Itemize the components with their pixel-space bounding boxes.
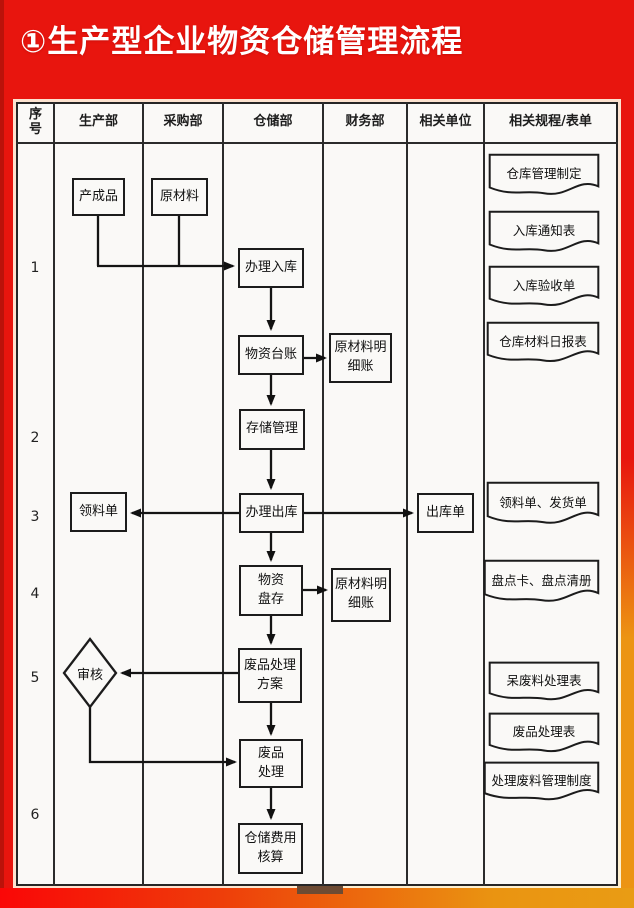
flow-box-finished-goods: 产成品 (72, 178, 125, 216)
column-header-related-units: 相关单位 (419, 114, 472, 130)
column-header-seq: 序 号 (28, 106, 42, 137)
doc-scrap-disposal-form: 废品处理表 (488, 712, 600, 756)
document-shape-icon (488, 210, 600, 256)
column-divider (222, 102, 224, 886)
document-shape-icon (488, 153, 600, 199)
document-shape-icon (488, 712, 600, 756)
decision-review-label: 审核 (76, 667, 103, 683)
document-shape-icon (483, 761, 600, 804)
flow-box-raw-material: 原材料 (151, 178, 208, 216)
row-number-3: 3 (30, 509, 40, 525)
doc-label: 盘点卡、盘点清册 (491, 572, 592, 588)
column-divider (406, 102, 408, 886)
document-shape-icon (486, 321, 600, 366)
column-header-warehouse: 仓储部 (253, 114, 293, 130)
column-header-purchasing: 采购部 (163, 114, 203, 130)
diamond-shape-icon (62, 637, 118, 709)
doc-label: 仓库管理制定 (506, 166, 582, 181)
flow-box-requisition: 领料单 (70, 492, 127, 532)
doc-label: 呆废料处理表 (506, 672, 582, 688)
column-divider (142, 102, 144, 886)
column-divider (322, 102, 324, 886)
flow-box-stocktaking: 物资 盘存 (239, 565, 303, 616)
doc-label: 仓库材料日报表 (499, 333, 587, 349)
doc-label: 处理废料管理制度 (491, 772, 592, 788)
doc-label: 领料单、发货单 (499, 494, 587, 510)
document-shape-icon (486, 481, 600, 528)
row-number-5: 5 (30, 670, 40, 686)
flow-box-scrap-disposal: 废品 处理 (239, 739, 303, 788)
left-edge-strip (0, 0, 4, 908)
flow-box-cost-accounting: 仓储费用 核算 (238, 823, 303, 874)
doc-requisition-delivery: 领料单、发货单 (486, 481, 600, 528)
column-header-finance: 财务部 (345, 114, 385, 130)
column-header-procedures-forms: 相关规程/表单 (509, 114, 592, 130)
flow-box-outbound-order: 出库单 (417, 493, 474, 533)
row-number-1: 1 (30, 260, 40, 276)
doc-inventory-card-register: 盘点卡、盘点清册 (483, 559, 600, 606)
document-shape-icon (488, 265, 600, 310)
doc-inbound-acceptance: 入库验收单 (488, 265, 600, 310)
row-number-4: 4 (30, 586, 40, 602)
doc-warehouse-mgmt-rule: 仓库管理制定 (488, 153, 600, 199)
flow-box-outbound: 办理出库 (239, 493, 304, 533)
doc-label: 入库通知表 (512, 223, 576, 238)
column-divider (483, 102, 485, 886)
doc-label: 废品处理表 (512, 724, 576, 739)
column-header-production: 生产部 (78, 114, 118, 130)
bottom-bar-marker (297, 886, 343, 894)
flow-box-raw-material-detail-2: 原材料明 细账 (331, 568, 391, 622)
doc-scrap-mgmt-rule: 处理废料管理制度 (483, 761, 600, 804)
page-title: ①生产型企业物资仓储管理流程 (20, 24, 464, 60)
doc-daily-report: 仓库材料日报表 (486, 321, 600, 366)
bottom-gradient-bar (0, 888, 634, 908)
doc-inbound-notice: 入库通知表 (488, 210, 600, 256)
row-number-2: 2 (30, 430, 40, 446)
flow-box-raw-material-detail-1: 原材料明 细账 (329, 333, 392, 383)
document-shape-icon (488, 661, 600, 704)
doc-obsolete-scrap-form: 呆废料处理表 (488, 661, 600, 704)
column-divider (53, 102, 55, 886)
header-divider (16, 142, 618, 144)
row-number-6: 6 (30, 807, 40, 823)
flow-box-inbound: 办理入库 (238, 248, 304, 288)
document-shape-icon (483, 559, 600, 606)
flow-box-storage-mgmt: 存储管理 (239, 409, 305, 450)
doc-label: 入库验收单 (512, 277, 576, 293)
flow-box-material-ledger: 物资台账 (238, 335, 304, 375)
decision-review: 审核 (62, 637, 118, 709)
flow-box-scrap-plan: 废品处理 方案 (238, 648, 302, 703)
